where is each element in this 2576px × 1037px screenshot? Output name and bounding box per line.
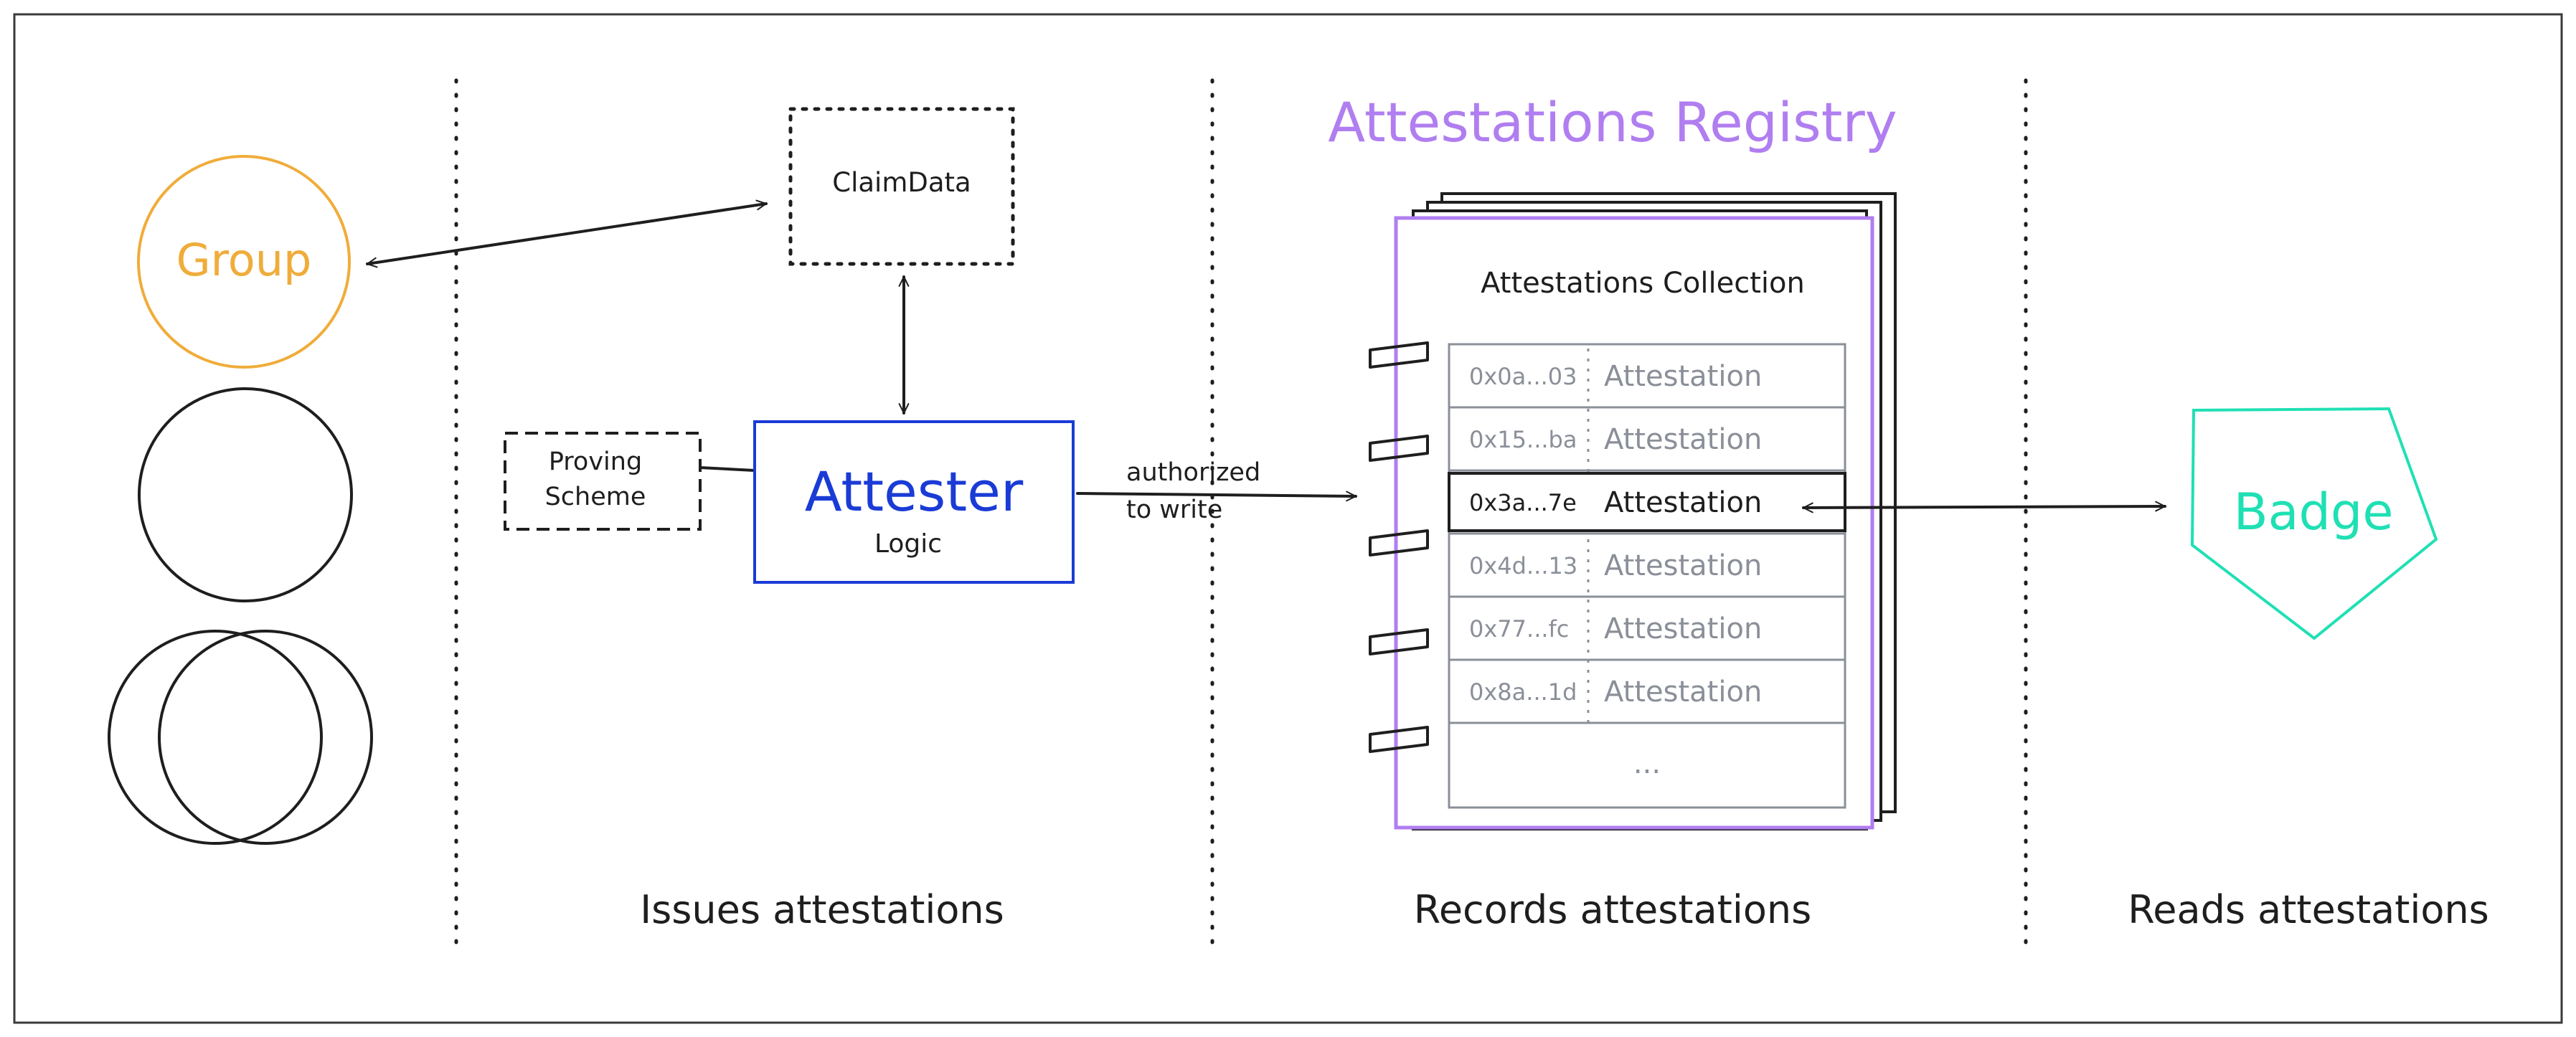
binder-ring bbox=[1369, 628, 1429, 655]
write-arrow-line2: to write bbox=[1126, 496, 1222, 524]
badge-pentagon bbox=[2190, 407, 2438, 640]
registry-title: Attestations Registry bbox=[1328, 90, 1897, 154]
row-value: Attestation bbox=[1604, 486, 1762, 519]
row-id: 0x0a...03 bbox=[1469, 363, 1577, 390]
attester-subtitle: Logic bbox=[874, 529, 942, 559]
table-row: 0x15...ba Attestation bbox=[1449, 406, 1845, 456]
group-circle bbox=[137, 155, 351, 369]
binder-ring bbox=[1369, 529, 1429, 557]
table-row: 0x3a...7e Attestation bbox=[1448, 469, 1846, 532]
table-more: ... bbox=[1633, 747, 1661, 780]
group-claimdata-arrow bbox=[366, 199, 768, 268]
binder-ring bbox=[1369, 726, 1429, 753]
row-id: 0x3a...7e bbox=[1469, 489, 1577, 516]
table-row: 0x0a...03 Attestation bbox=[1469, 360, 1762, 393]
attester-title: Attester bbox=[805, 460, 1024, 524]
row-id: 0x15...ba bbox=[1469, 426, 1577, 453]
section-registry-label: Records attestations bbox=[1414, 887, 1812, 932]
attester-box bbox=[753, 420, 1075, 584]
binder-ring bbox=[1369, 341, 1429, 369]
highlighted-row-outline bbox=[1448, 472, 1846, 532]
group-circle-overlap-right bbox=[158, 630, 373, 845]
row-value: Attestation bbox=[1604, 612, 1762, 645]
row-id: 0x8a...1d bbox=[1469, 678, 1577, 706]
table-row: 0x8a...1d Attestation bbox=[1449, 658, 1845, 709]
claimdata-label: ClaimData bbox=[832, 167, 971, 198]
row-badge-arrow bbox=[1802, 501, 2166, 513]
row-id: 0x77...fc bbox=[1469, 615, 1569, 643]
row-id: 0x4d...13 bbox=[1469, 552, 1577, 579]
row-value: Attestation bbox=[1604, 360, 1762, 393]
write-arrow bbox=[1076, 491, 1357, 502]
diagram-frame bbox=[13, 13, 2563, 1024]
row-value: Attestation bbox=[1604, 549, 1762, 582]
proving-scheme-line2: Scheme bbox=[545, 483, 646, 511]
binder-rings bbox=[1369, 341, 1429, 753]
collection-title: Attestations Collection bbox=[1481, 267, 1805, 300]
row-value: Attestation bbox=[1604, 676, 1762, 709]
proving-scheme-line1: Proving bbox=[549, 448, 642, 476]
group-circle-overlap-left bbox=[108, 630, 323, 845]
group-label: Group bbox=[176, 234, 312, 286]
table-row: 0x77...fc Attestation bbox=[1449, 595, 1845, 645]
claimdata-box bbox=[788, 107, 1015, 266]
write-arrow-line1: authorized bbox=[1126, 458, 1260, 487]
section-reader-label: Reads attestations bbox=[2128, 887, 2489, 932]
proving-scheme-box bbox=[504, 432, 702, 531]
table-row: 0x4d...13 Attestation bbox=[1449, 532, 1845, 582]
row-value: Attestation bbox=[1604, 423, 1762, 456]
binder-ring bbox=[1369, 435, 1429, 462]
badge-label: Badge bbox=[2234, 483, 2394, 541]
group-circle-plain bbox=[138, 387, 353, 602]
section-issuer-label: Issues attestations bbox=[640, 887, 1004, 932]
proving-scheme-connector bbox=[699, 466, 756, 472]
table-outline bbox=[1448, 343, 1846, 809]
